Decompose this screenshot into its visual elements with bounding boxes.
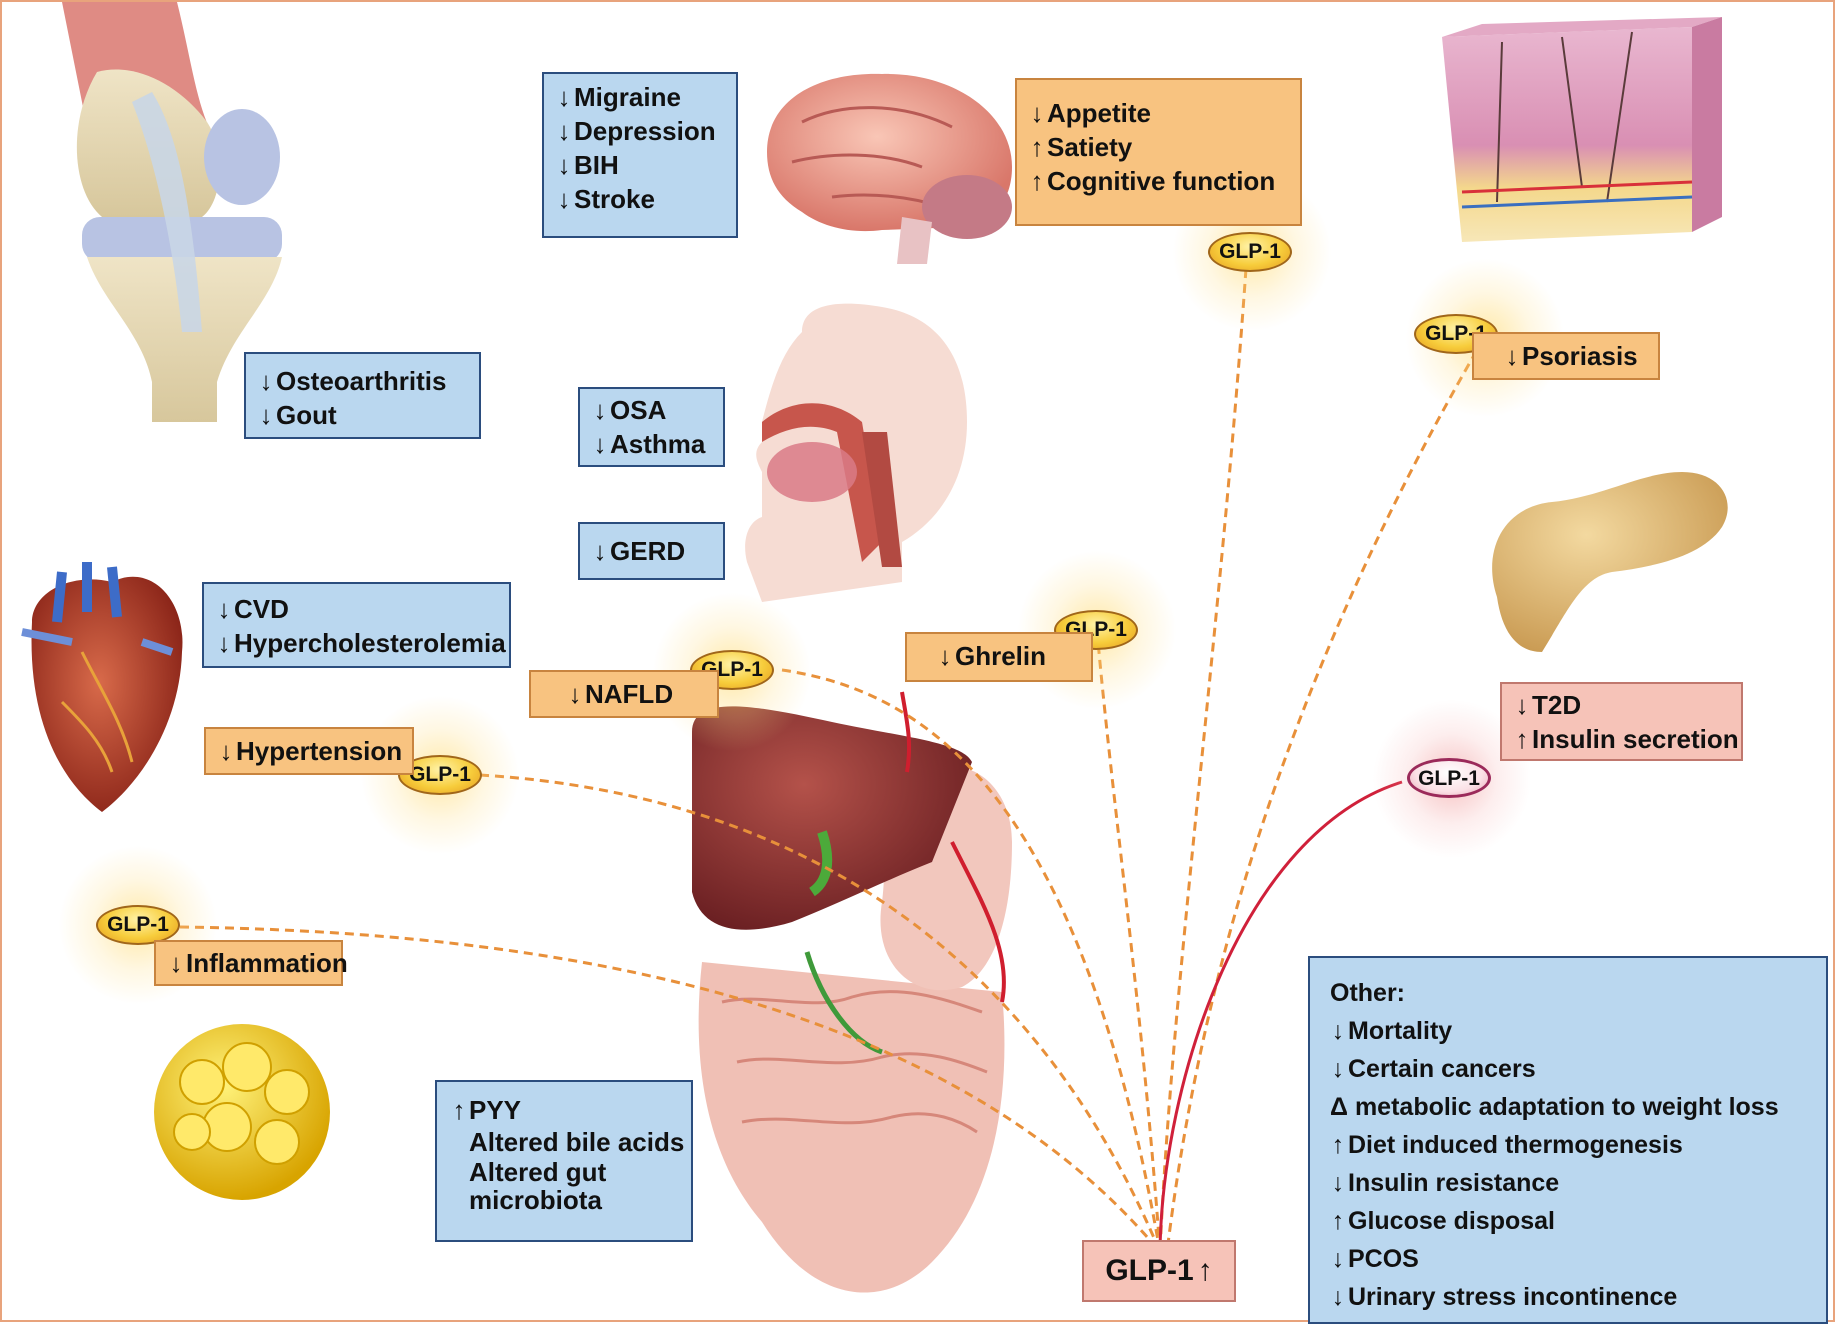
list-item: ↓OSA [592, 393, 711, 427]
list-item: ↓NAFLD [567, 677, 717, 711]
glp1-source-label: GLP-1 [1105, 1254, 1193, 1287]
list-item: ↓Mortality [1330, 1012, 1806, 1050]
box-t2d: ↓T2D ↑Insulin secretion [1500, 682, 1743, 761]
list-item: ↓Inflammation [168, 946, 329, 980]
list-item: ↓Hypercholesterolemia [216, 626, 497, 660]
box-gut: ↑PYY Altered bile acids Altered gut micr… [435, 1080, 693, 1242]
box-hypertension: ↓Hypertension [204, 727, 414, 775]
list-item: ↓Certain cancers [1330, 1050, 1806, 1088]
list-item: ↑Insulin secretion [1514, 722, 1729, 756]
digestive-system-illustration [692, 692, 1012, 1293]
box-airway: ↓OSA ↓Asthma [578, 387, 725, 467]
glp1-source-box: GLP-1↑ [1082, 1240, 1236, 1302]
pancreas-illustration [1492, 472, 1728, 652]
box-appetite: ↓Appetite ↑Satiety ↑Cognitive function [1015, 78, 1302, 226]
heart-illustration [22, 562, 182, 812]
list-item: ↑Diet induced thermogenesis [1330, 1126, 1806, 1164]
list-item: Δ metabolic adaptation to weight loss [1330, 1088, 1806, 1126]
list-item: ↓Urinary stress incontinence [1330, 1278, 1806, 1316]
list-item: ↓Insulin resistance [1330, 1164, 1806, 1202]
box-inflammation: ↓Inflammation [154, 940, 343, 986]
brain-illustration [767, 74, 1012, 264]
increase-arrow-icon: ↑ [1198, 1254, 1213, 1287]
fat-cluster-illustration [154, 1024, 330, 1200]
box-gerd: ↓GERD [578, 522, 725, 580]
list-item: Altered gut microbiota [451, 1158, 669, 1214]
box-other: Other: ↓Mortality ↓Certain cancers Δ met… [1308, 956, 1828, 1324]
list-item: ↓Depression [556, 114, 724, 148]
list-item: ↓Hypertension [218, 734, 400, 768]
list-item: ↓Migraine [556, 80, 724, 114]
box-nafld: ↓NAFLD [529, 670, 719, 718]
list-item: ↓Appetite [1029, 96, 1288, 130]
list-item: ↓Ghrelin [937, 639, 1091, 673]
list-item: ↓CVD [216, 592, 497, 626]
list-item: ↓T2D [1514, 688, 1729, 722]
box-psoriasis: ↓Psoriasis [1472, 332, 1660, 380]
glp1-badge-appetite: GLP-1 [1208, 232, 1292, 272]
list-item: ↓Asthma [592, 427, 711, 461]
list-item: ↓Gout [258, 398, 467, 432]
box-cardio: ↓CVD ↓Hypercholesterolemia [202, 582, 511, 668]
list-item: ↓PCOS [1330, 1240, 1806, 1278]
head-airway-illustration [745, 304, 967, 602]
list-item: ↓Osteoarthritis [258, 364, 467, 398]
skin-illustration [1442, 17, 1722, 242]
list-item: ↑Glucose disposal [1330, 1202, 1806, 1240]
list-item: ↓Stroke [556, 182, 724, 216]
box-ghrelin: ↓Ghrelin [905, 632, 1093, 682]
list-item: ↓Psoriasis [1504, 339, 1658, 373]
list-item: ↑Cognitive function [1029, 164, 1288, 198]
list-item: Altered bile acids [451, 1126, 677, 1158]
list-item: ↑Satiety [1029, 130, 1288, 164]
glp1-badge-t2d: GLP-1 [1407, 758, 1491, 798]
list-item: ↓GERD [592, 534, 711, 568]
box-joints: ↓Osteoarthritis ↓Gout [244, 352, 481, 439]
box-brain-conditions: ↓Migraine ↓Depression ↓BIH ↓Stroke [542, 72, 738, 238]
other-title: Other: [1330, 974, 1806, 1012]
list-item: ↑PYY [451, 1094, 677, 1126]
glp1-badge-inflammation: GLP-1 [96, 905, 180, 945]
list-item: ↓BIH [556, 148, 724, 182]
